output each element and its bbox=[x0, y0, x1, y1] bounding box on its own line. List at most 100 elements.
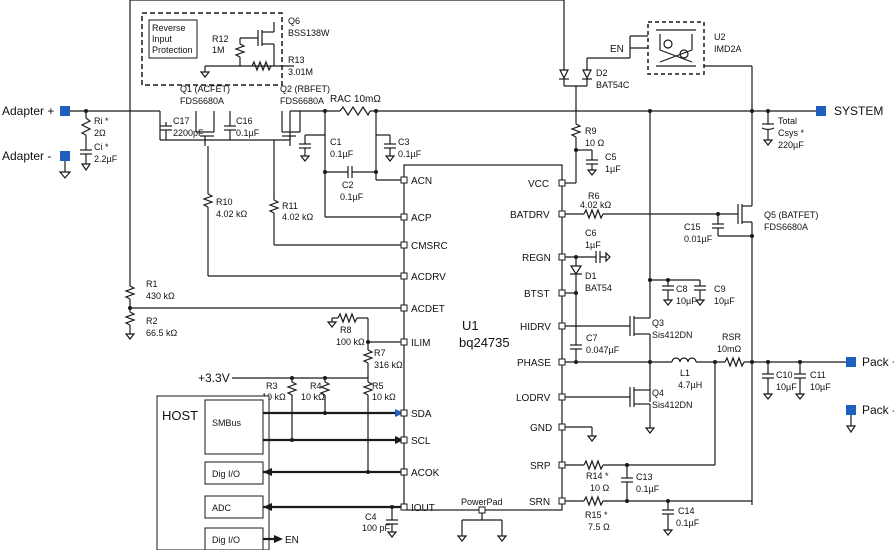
inductor-l1 bbox=[671, 357, 697, 363]
pack-plus-label: Pack + bbox=[862, 355, 894, 369]
resistor-r15 bbox=[565, 495, 752, 507]
c11-value: 10µF bbox=[810, 382, 831, 392]
c14-value: 0.1µF bbox=[676, 518, 700, 528]
pin-regn: REGN bbox=[522, 253, 551, 264]
resistor-r6 bbox=[565, 208, 738, 220]
powerpad-ground bbox=[456, 513, 508, 542]
pack-minus-label: Pack - bbox=[862, 403, 894, 417]
right-pins: VCC BATDRV REGN BTST HIDRV PHASE LODRV G… bbox=[510, 179, 566, 508]
left-pins: ACN ACP CMSRC ACDRV ACDET ILIM SDA SCL A… bbox=[400, 176, 448, 514]
r12-ref: R12 bbox=[212, 34, 229, 44]
c5-ref: C5 bbox=[605, 152, 617, 162]
c9-ref: C9 bbox=[714, 284, 726, 294]
r13-value: 3.01M bbox=[288, 67, 313, 77]
host-smbus-label: SMBus bbox=[212, 418, 242, 428]
r7-ref: R7 bbox=[374, 348, 386, 358]
transistor-q3 bbox=[565, 316, 651, 402]
q6-ref: Q6 bbox=[288, 16, 300, 26]
pin-sda: SDA bbox=[411, 409, 432, 420]
resistor-r8 bbox=[326, 312, 368, 328]
capacitor-c16 bbox=[224, 111, 236, 140]
transistor-q6 bbox=[240, 22, 275, 66]
pin-scl: SCL bbox=[411, 436, 431, 447]
r8-ref: R8 bbox=[340, 325, 352, 335]
r5-value: 10 kΩ bbox=[372, 392, 396, 402]
u2-value: IMD2A bbox=[714, 44, 742, 54]
reverse-protection-box bbox=[141, 12, 283, 86]
capacitor-csys bbox=[761, 111, 775, 146]
capacitor-c7 bbox=[570, 344, 582, 362]
c16-ref: C16 bbox=[236, 116, 253, 126]
resistor-r2 bbox=[124, 307, 404, 340]
protection-label-box bbox=[148, 19, 198, 59]
protection-title-3: Protection bbox=[152, 45, 193, 55]
q1-ref: Q1 (ACFET) bbox=[180, 84, 230, 94]
capacitor-c6 bbox=[565, 251, 611, 263]
r8-value: 100 kΩ bbox=[336, 337, 365, 347]
r4-ref: R4 bbox=[310, 381, 322, 391]
c15-value: 0.01µF bbox=[684, 234, 713, 244]
host-smbus-block bbox=[204, 399, 264, 455]
r5-ref: R5 bbox=[372, 381, 384, 391]
r11-ref: R11 bbox=[282, 201, 298, 211]
host-dig-io-1-label: Dig I/O bbox=[212, 469, 240, 479]
r15-value: 7.5 Ω bbox=[588, 522, 610, 532]
supply-label: +3.3V bbox=[198, 371, 230, 385]
r2-ref: R2 bbox=[146, 316, 158, 326]
resistor-r1 bbox=[124, 285, 136, 308]
gnd-pin-wire bbox=[565, 426, 598, 442]
capacitor-c8 bbox=[662, 280, 674, 306]
c10-value: 10µF bbox=[776, 382, 797, 392]
c13-value: 0.1µF bbox=[636, 484, 660, 494]
r9-value: 10 Ω bbox=[585, 138, 605, 148]
c3-value: 0.1µF bbox=[398, 149, 422, 159]
c6-value: 1µF bbox=[585, 240, 601, 250]
diode-d1 bbox=[565, 257, 583, 345]
rsr-value: 10mΩ bbox=[717, 344, 742, 354]
r10-ref: R10 bbox=[216, 197, 233, 207]
l1-value: 4.7µH bbox=[678, 380, 702, 390]
capacitor-c17 bbox=[160, 122, 172, 140]
q3-value: Sis412DN bbox=[652, 330, 693, 340]
powerpad-label: PowerPad bbox=[461, 497, 503, 507]
resistor-r5 bbox=[362, 378, 374, 472]
d2-feed-wire bbox=[129, 0, 565, 286]
r15-ref: R15 * bbox=[585, 510, 608, 520]
resistor-rsr bbox=[724, 356, 745, 368]
pin-hidrv: HIDRV bbox=[520, 322, 551, 333]
q4-value: Sis412DN bbox=[652, 400, 693, 410]
r11-value: 4.02 kΩ bbox=[282, 212, 314, 222]
rac-label: RAC 10mΩ bbox=[330, 94, 381, 105]
c2-ref: C2 bbox=[342, 180, 354, 190]
csys-value: 220µF bbox=[778, 140, 804, 150]
u2-internals bbox=[656, 29, 696, 67]
pin-cmsrc: CMSRC bbox=[411, 241, 448, 252]
capacitor-c4 bbox=[386, 507, 398, 538]
pin-acdrv: ACDRV bbox=[411, 272, 446, 283]
q5-value: FDS6680A bbox=[764, 222, 808, 232]
u1-part: bq24735 bbox=[459, 335, 510, 350]
u1-ref: U1 bbox=[462, 318, 479, 333]
q2-ref: Q2 (RBFET) bbox=[280, 84, 330, 94]
r7-value: 316 kΩ bbox=[374, 360, 403, 370]
u2-ref: U2 bbox=[714, 32, 726, 42]
q5-ref: Q5 (BATFET) bbox=[764, 210, 818, 220]
en-top-label: EN bbox=[610, 44, 624, 55]
capacitor-c5 bbox=[586, 150, 598, 176]
c4-ref: C4 bbox=[365, 512, 377, 522]
u1-chip-body bbox=[403, 164, 563, 511]
system-port bbox=[816, 106, 826, 116]
host-title: HOST bbox=[162, 408, 198, 423]
c5-value: 1µF bbox=[605, 164, 621, 174]
c16-value: 0.1µF bbox=[236, 128, 260, 138]
r9-ref: R9 bbox=[585, 126, 597, 136]
c2-value: 0.1µF bbox=[340, 192, 364, 202]
c13-ref: C13 bbox=[636, 472, 653, 482]
adapter-minus-label: Adapter - bbox=[2, 149, 51, 163]
resistor-r11 bbox=[268, 140, 404, 246]
capacitor-c9 bbox=[694, 280, 706, 306]
pin-ilim: ILIM bbox=[411, 338, 430, 349]
c17-ref: C17 bbox=[173, 116, 190, 126]
d2-value: BAT54C bbox=[596, 80, 630, 90]
ri-value: 2Ω bbox=[94, 128, 106, 138]
